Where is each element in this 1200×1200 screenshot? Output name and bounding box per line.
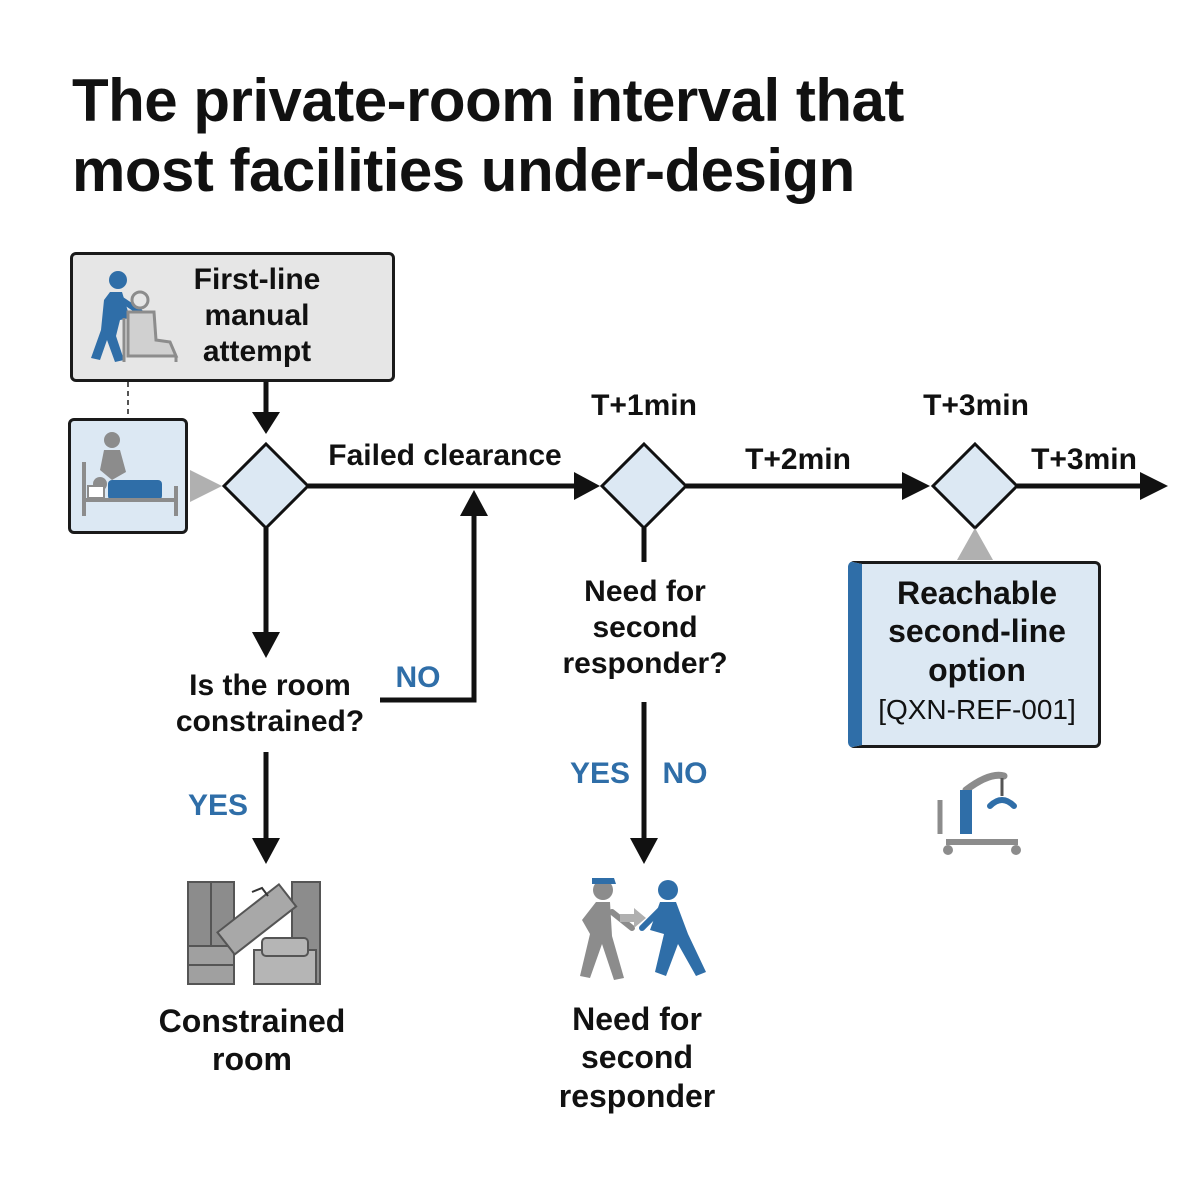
room-question-label: Is the room constrained? [175,669,365,738]
bed-pointer [190,470,222,502]
second-line-option-label: Reachable second-line option [QXN-REF-00… [862,574,1092,727]
bed-icon-box [68,418,188,534]
no-branch-2: NO [662,757,708,790]
first-line-label: First-line manual attempt [193,263,321,368]
time-t3b-label: T+3min [1031,443,1137,476]
patient-lift-icon [937,771,1021,855]
caregiver-assisting-chair-icon [91,271,179,362]
second-line-box [848,561,1101,748]
failed-clearance-label: Failed clearance [328,439,562,472]
need-second-responder-label: Need for second responder [558,1001,716,1114]
title-line-2: most facilities under-design [72,137,855,204]
decision-diamond-1 [221,441,311,531]
box2-pointer [957,528,993,560]
time-t1-label: T+1min [591,389,697,422]
responder-handoff-icon [580,878,706,980]
decision-diamond-3 [930,441,1020,531]
no-loop-connector [380,512,477,703]
time-t3a-label: T+3min [923,389,1029,422]
diagram-title: The private-room interval that most faci… [72,66,1152,206]
no-branch-1: NO [395,661,441,694]
reference-code: [QXN-REF-001] [878,694,1076,726]
constrained-room-furniture-icon [187,881,321,985]
second-question-label: Need for second responder? [562,575,728,680]
yes-branch-1: YES [187,789,249,822]
time-t2-label: T+2min [745,443,851,476]
decision-diamond-2 [599,441,689,531]
constrained-room-label: Constrained room [158,1003,346,1078]
title-line-1: The private-room interval that [72,67,904,134]
caregiver-at-bed-icon [82,432,178,516]
yes-branch-2: YES [569,757,631,790]
